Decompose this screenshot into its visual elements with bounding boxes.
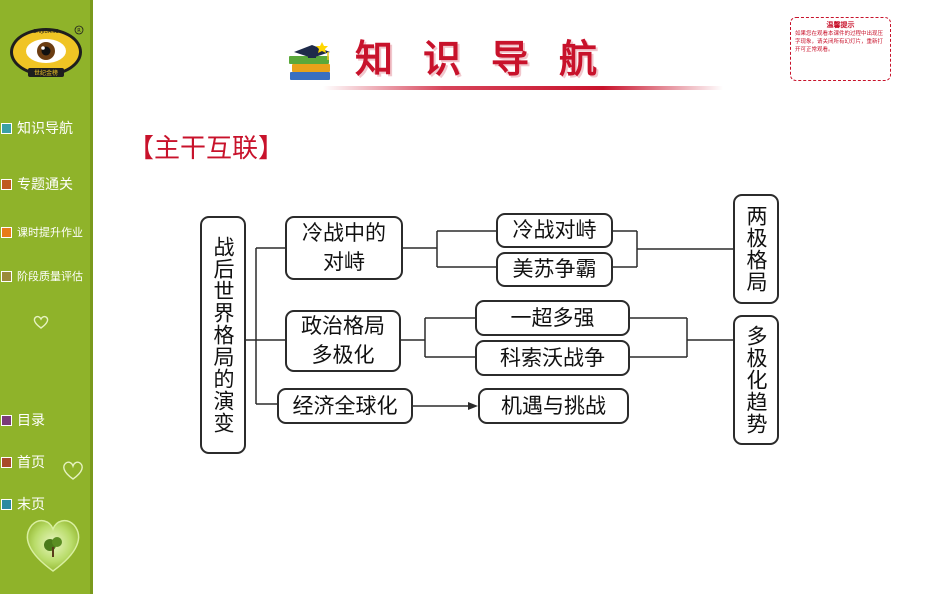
- logo-cn-text: 世纪金榜: [34, 69, 58, 77]
- nav-label: 专题通关: [17, 177, 73, 193]
- svg-text:R: R: [77, 28, 81, 34]
- nav-square-icon: [1, 226, 12, 238]
- mid-box: 一超多强: [475, 300, 630, 336]
- nav-first-page[interactable]: 首页: [0, 452, 45, 472]
- header-underline: [323, 86, 723, 90]
- mid-box: 冷战对峙: [496, 213, 613, 248]
- branch-box-globalization: 经济全球化: [277, 388, 413, 424]
- logo-en-text: SHIJIBANG: [33, 29, 59, 35]
- mid-box: 机遇与挑战: [478, 388, 629, 424]
- nav-contents[interactable]: 目录: [0, 410, 45, 430]
- nav-homework[interactable]: 课时提升作业: [0, 224, 83, 240]
- branch-line1: 冷战中的: [302, 221, 386, 245]
- section-title: 【主干互联】: [128, 134, 285, 164]
- main-content: 知识导航 温馨提示 如果您在观看本课件的过程中出现压字现象，请关闭所有幻灯片，重…: [93, 0, 950, 594]
- branch-box-coldwar: 冷战中的 对峙: [285, 216, 403, 280]
- branch-box-multipolar: 政治格局 多极化: [285, 310, 401, 372]
- nav-label: 目录: [17, 413, 45, 429]
- nav-label: 末页: [17, 497, 45, 513]
- nav-label: 知识导航: [17, 121, 73, 137]
- branch-line2: 对峙: [323, 250, 365, 274]
- sidebar-edge: [90, 0, 93, 594]
- right-box-bipolar: 两极格局: [733, 194, 779, 304]
- nav-square-icon: [1, 414, 12, 426]
- nav-square-icon: [1, 270, 12, 282]
- green-heart-icon: [26, 519, 80, 572]
- heart-outline-icon: [33, 315, 49, 329]
- heart-outline-icon: [63, 461, 83, 480]
- nav-square-icon: [1, 498, 12, 510]
- nav-label: 课时提升作业: [17, 226, 83, 239]
- nav-stage-assessment[interactable]: 阶段质量评估: [0, 268, 83, 284]
- notice-box: 温馨提示 如果您在观看本课件的过程中出现压字现象，请关闭所有幻灯片，重新打开可正…: [790, 17, 891, 81]
- book-stack-grad-cap-icon: [289, 42, 330, 80]
- notice-body: 如果您在观看本课件的过程中出现压字现象，请关闭所有幻灯片，重新打开可正常观看。: [795, 31, 884, 53]
- notice-title: 温馨提示: [826, 21, 855, 29]
- shijibang-logo: 世纪金榜 SHIJIBANG R: [10, 25, 84, 77]
- mid-box: 科索沃战争: [475, 340, 630, 376]
- nav-last-page[interactable]: 末页: [0, 494, 45, 514]
- right-box-multipolar-trend: 多极化趋势: [733, 315, 779, 445]
- nav-label: 阶段质量评估: [17, 270, 83, 283]
- header-title: 知识导航: [355, 36, 628, 81]
- sidebar: 世纪金榜 SHIJIBANG R 知识导航 专题通关 课时提升作业 阶段质量评估…: [0, 0, 93, 594]
- mid-box: 美苏争霸: [496, 252, 613, 287]
- nav-square-icon: [1, 178, 12, 190]
- nav-label: 首页: [17, 455, 45, 471]
- root-box: 战后世界格局的演变: [200, 216, 246, 454]
- nav-square-icon: [1, 122, 12, 134]
- branch-line1: 政治格局: [301, 314, 385, 338]
- branch-line2: 多极化: [311, 343, 375, 367]
- nav-square-icon: [1, 456, 12, 468]
- nav-knowledge-navigation[interactable]: 知识导航: [0, 118, 73, 138]
- nav-topic-pass[interactable]: 专题通关: [0, 174, 73, 194]
- diagram-connectors: [245, 230, 733, 410]
